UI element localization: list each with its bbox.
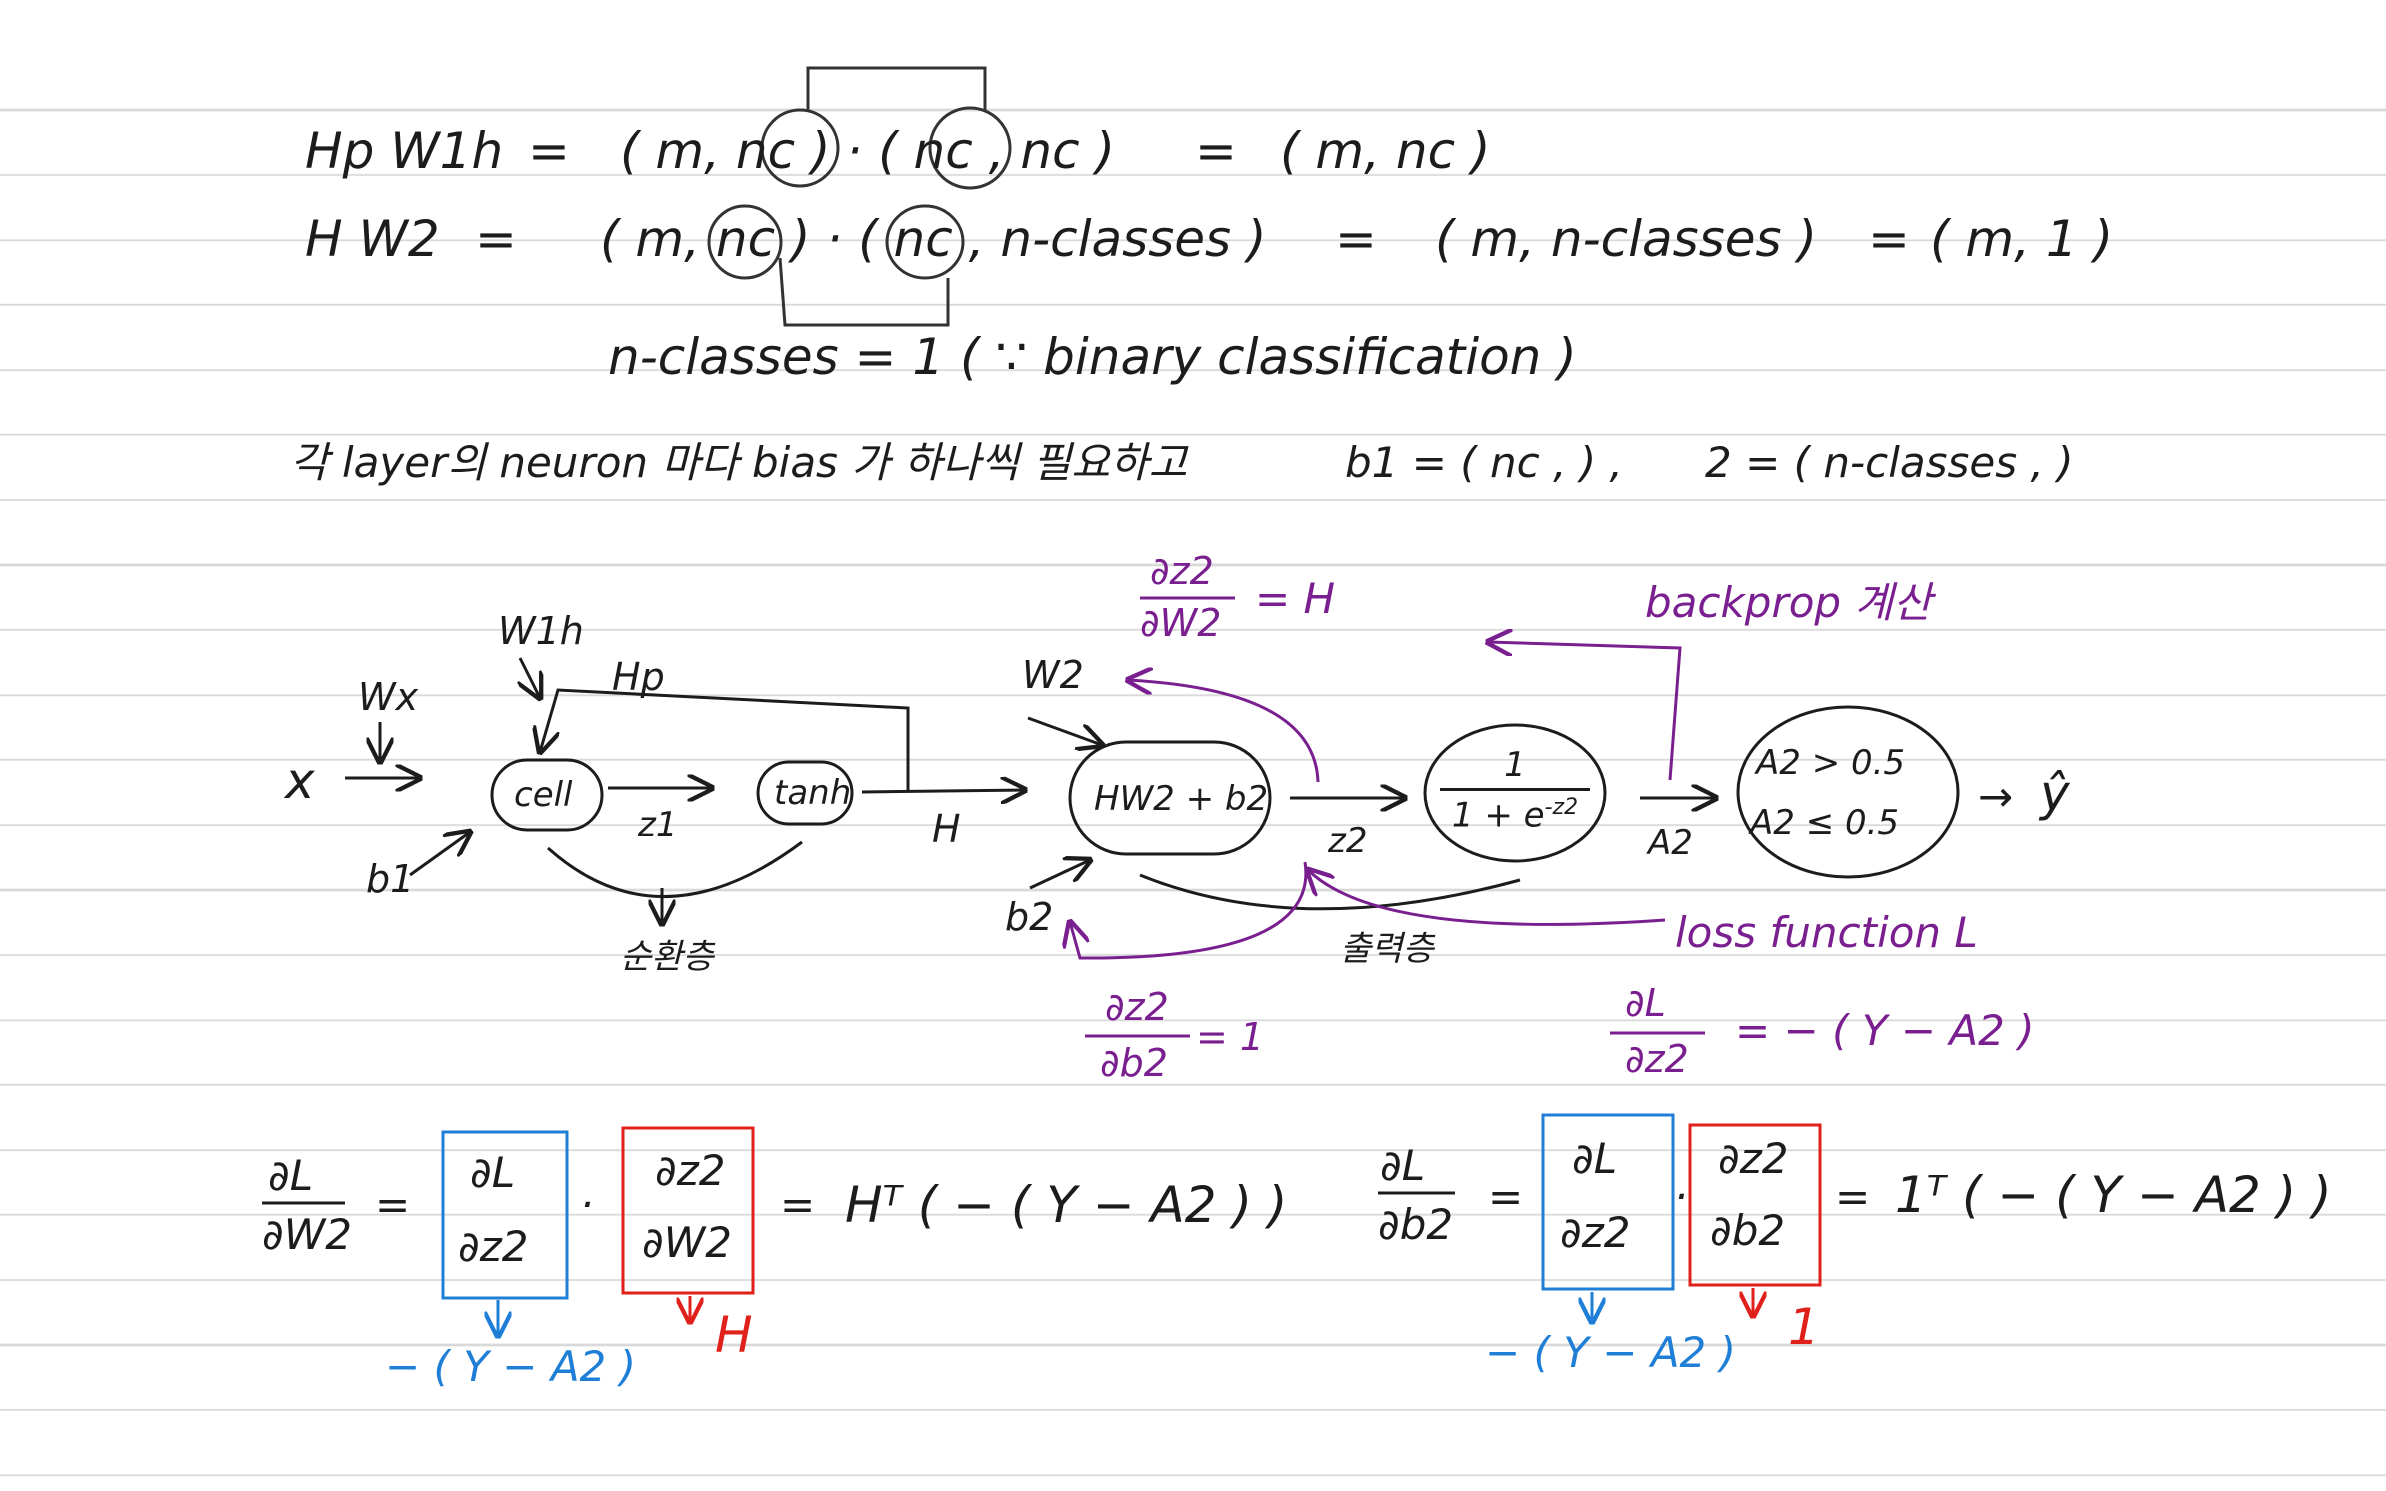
- output-layer-label: 출력층: [1340, 932, 1434, 966]
- eq1-rhs: ( m, nc ) · ( nc , nc ): [620, 126, 1115, 176]
- input-x: x: [285, 756, 315, 806]
- hidden-prev-hp-label: Hp: [612, 658, 665, 696]
- chain-b2-lhs-den: ∂b2: [1378, 1204, 1453, 1246]
- chain-b2-equals: =: [1488, 1176, 1523, 1218]
- sigmoid-denominator: 1 + e-z2: [1452, 797, 1578, 832]
- sigmoid-den-base: 1 + e: [1452, 795, 1545, 835]
- chain-b2-result: 1ᵀ ( − ( Y − A2 ) ): [1895, 1170, 2332, 1220]
- eq2-equals: =: [475, 214, 517, 264]
- hidden-h-label: H: [932, 810, 961, 848]
- chain-w2-lhs-den: ∂W2: [262, 1214, 352, 1256]
- tanh-label: tanh: [774, 776, 851, 810]
- sigmoid-numerator: 1: [1504, 748, 1526, 782]
- chain-w2-f1-num: ∂L: [470, 1152, 515, 1194]
- a2-label: A2: [1648, 826, 1693, 860]
- sigmoid-fraction: 1 1 + e-z2: [1440, 748, 1590, 832]
- bias-note-b1: b1 = ( nc , ) ,: [1345, 442, 1623, 484]
- chain-w2-result: Hᵀ ( − ( Y − A2 ) ): [845, 1180, 1287, 1230]
- chain-b2-lhs-num: ∂L: [1380, 1145, 1425, 1187]
- weight-w1h-label: W1h: [498, 612, 584, 650]
- sigmoid-den-exponent: -z2: [1545, 795, 1578, 820]
- dz2-db2-denominator: ∂b2: [1100, 1044, 1168, 1082]
- dz2-dw2-value: = H: [1255, 578, 1335, 620]
- dl-dz2-numerator: ∂L: [1625, 984, 1666, 1022]
- chain-b2-f2-num: ∂z2: [1718, 1138, 1789, 1180]
- dl-dz2-denominator: ∂z2: [1625, 1040, 1689, 1078]
- chain-b2-f1-num: ∂L: [1572, 1138, 1617, 1180]
- dz2-dw2-numerator: ∂z2: [1150, 552, 1214, 590]
- chain-w2-f2-den: ∂W2: [642, 1222, 732, 1264]
- chain-b2-red-value: 1: [1788, 1302, 1820, 1352]
- eq1-equals-2: =: [1195, 126, 1237, 176]
- chain-w2-dot: ·: [580, 1184, 593, 1226]
- loss-function-label: loss function L: [1675, 912, 1978, 954]
- weight-w2-label: W2: [1022, 656, 1084, 694]
- eq1-result: ( m, nc ): [1280, 126, 1490, 176]
- decision-rule-1: A2 > 0.5: [1756, 746, 1905, 780]
- chain-w2-blue-value: − ( Y − A2 ): [385, 1346, 636, 1388]
- eq2-equals-2: =: [1335, 214, 1377, 264]
- weight-wx-label: Wx: [358, 678, 418, 716]
- eq2-rhs: ( m, nc ) · ( nc , n-classes ): [600, 214, 1266, 264]
- chain-w2-red-value: H: [715, 1310, 753, 1360]
- prediction-yhat: ŷ: [2040, 768, 2070, 818]
- bias-note-b2: 2 = ( n-classes , ): [1705, 442, 2074, 484]
- chain-b2-blue-value: − ( Y − A2 ): [1485, 1332, 1736, 1374]
- eq3-text: n-classes = 1 ( ∵ binary classification …: [608, 332, 1577, 382]
- dl-dz2-value: = − ( Y − A2 ): [1735, 1010, 2035, 1052]
- chain-b2-equals-2: =: [1835, 1176, 1870, 1218]
- bias-note-text: 각 layer의 neuron 마다 bias 가 하나씩 필요하고: [290, 442, 1187, 484]
- eq2-lhs: H W2: [305, 214, 440, 264]
- dimension-match-circles: [709, 68, 1010, 325]
- cell-label: cell: [514, 778, 573, 812]
- decision-node: [1738, 707, 1958, 877]
- chain-b2-f2-den: ∂b2: [1710, 1210, 1785, 1252]
- bias-b1-label: b1: [366, 860, 414, 898]
- z1-label: z1: [638, 808, 677, 842]
- chain-w2-f2-num: ∂z2: [655, 1150, 726, 1192]
- eq2-equals-3: =: [1868, 214, 1910, 264]
- chain-b2-dot: ·: [1674, 1176, 1687, 1218]
- dz2-db2-numerator: ∂z2: [1105, 988, 1169, 1026]
- chain-w2-lhs-num: ∂L: [268, 1155, 313, 1197]
- eq1-lhs: Hp W1h: [305, 126, 503, 176]
- bias-b2-label: b2: [1005, 898, 1053, 936]
- dz2-dw2-denominator: ∂W2: [1140, 604, 1221, 642]
- linear-label: HW2 + b2: [1094, 782, 1268, 816]
- eq2-result: ( m, n-classes ): [1435, 214, 1817, 264]
- chain-w2-f1-den: ∂z2: [458, 1226, 529, 1268]
- eq2-result-2: ( m, 1 ): [1930, 214, 2113, 264]
- backprop-label: backprop 계산: [1645, 582, 1932, 624]
- chain-b2-f1-den: ∂z2: [1560, 1212, 1631, 1254]
- decision-rule-2: A2 ≤ 0.5: [1750, 806, 1899, 840]
- recurrent-layer-label: 순환층: [620, 940, 714, 974]
- chain-w2-equals: =: [375, 1184, 410, 1226]
- dz2-db2-value: = 1: [1196, 1018, 1264, 1056]
- sigmoid-bar: [1440, 788, 1590, 791]
- eq1-equals: =: [528, 126, 570, 176]
- chain-w2-equals-2: =: [780, 1184, 815, 1226]
- output-arrow: →: [1978, 776, 2013, 818]
- z2-label: z2: [1328, 824, 1367, 858]
